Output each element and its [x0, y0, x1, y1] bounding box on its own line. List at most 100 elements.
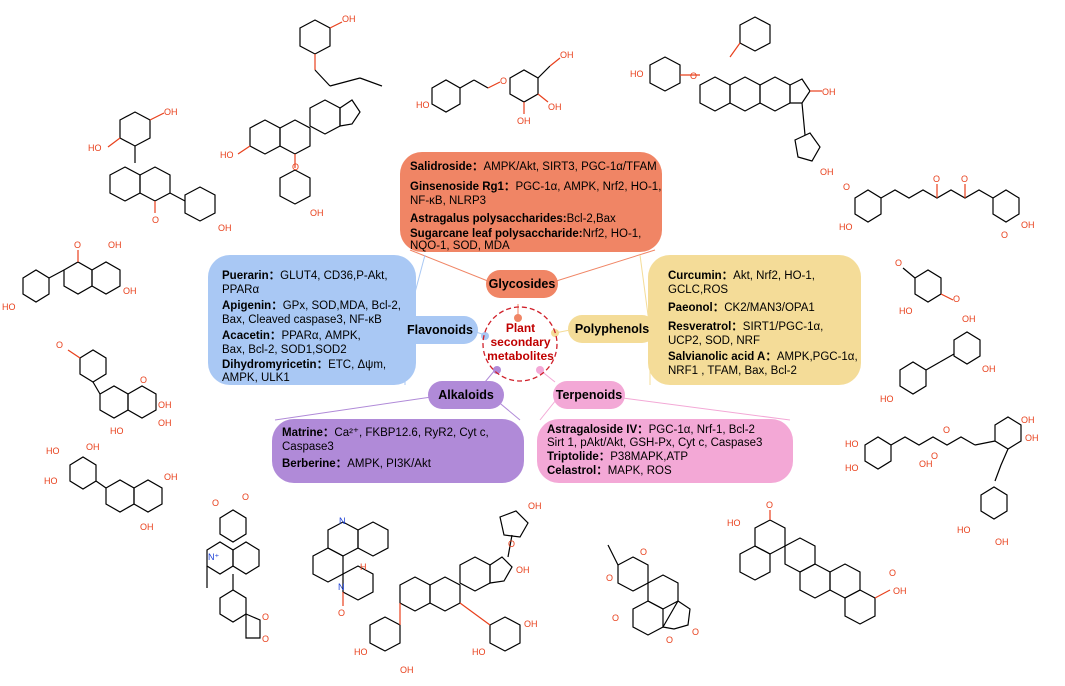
oxygen-label: O [606, 573, 613, 583]
compound-targets: PPARα, AMPK, [281, 330, 361, 342]
structure-triptolide: O O O O O [606, 544, 699, 645]
hydroxyl-label: OH [822, 87, 836, 97]
hydroxyl-label: OH [218, 223, 232, 233]
compound-targets: GPx, SOD,MDA, Bcl-2, [282, 300, 401, 312]
hydroxyl-label: HO [839, 222, 853, 232]
polyphenols-tag: Polyphenols [568, 315, 656, 343]
compound-name: Dihydromyricetin： [222, 359, 329, 371]
oxygen-label: O [152, 215, 159, 225]
flavonoids-entry-0: Puerarin：GLUT4, CD36,P-Akt, [222, 269, 388, 284]
hydroxyl-label: OH [140, 522, 154, 532]
alkaloids-entry-0-cont: Caspase3 [282, 440, 334, 455]
terpenoids-tag: Terpenoids [553, 381, 625, 409]
polyphenols-entry-0: Curcumin：Akt, Nrf2, HO-1, [668, 269, 815, 284]
hub-dot-glycosides [514, 314, 522, 322]
hydroxyl-label: OH [560, 50, 574, 60]
hydroxyl-label: HO [88, 143, 102, 153]
hydroxyl-label: HO [44, 476, 58, 486]
hydroxyl-label: HO [957, 525, 971, 535]
oxygen-label: O [56, 340, 63, 350]
oxygen-label: O [338, 608, 345, 618]
oxygen-label: O [262, 634, 269, 644]
oxygen-label: O [766, 500, 773, 510]
connector-terpenoids-right [599, 394, 791, 421]
hydroxyl-label: HO [727, 518, 741, 528]
flavonoids-entry-0-cont: PPARα [222, 283, 259, 298]
compound-name: Triptolide： [547, 451, 611, 463]
compound-targets: AMPK/Akt, SIRT3, PGC-1α/TFAM [483, 161, 657, 173]
oxygen-label: O [640, 547, 647, 557]
oxygen-label: O [612, 613, 619, 623]
compound-targets: Sirt 1, pAkt/Akt, GSH-Px, Cyt c, Caspase… [547, 437, 763, 449]
hydroxyl-label: OH [86, 442, 100, 452]
terpenoids-entry-0: Astragaloside IV：PGC-1α, Nrf-1, Bcl-2 [547, 423, 755, 438]
structure-matrine: N N O H [312, 516, 389, 618]
compound-targets: AMPK, ULK1 [222, 372, 290, 384]
hydroxyl-label: OH [528, 501, 542, 511]
compound-targets: PGC-1α, Nrf-1, Bcl-2 [648, 424, 755, 436]
oxygen-label: O [931, 451, 938, 461]
flavonoids-tag: Flavonoids [402, 316, 478, 344]
compound-name: Resveratrol： [668, 321, 743, 333]
nitrogen-label: N [339, 516, 346, 526]
hydroxyl-label: OH [548, 102, 562, 112]
terpenoids-box: Astragaloside IV：PGC-1α, Nrf-1, Bcl-2 Si… [537, 419, 793, 483]
hydroxyl-label: OH [158, 418, 172, 428]
compound-name: Curcumin： [668, 270, 734, 282]
hydroxyl-label: OH [400, 665, 414, 675]
oxygen-label: O [843, 182, 850, 192]
oxygen-label: O [933, 174, 940, 184]
hydroxyl-label: OH [123, 286, 137, 296]
oxygen-label: O [692, 627, 699, 637]
connector-alkaloids-left [274, 394, 446, 421]
structure-curcumin: O O O HO OH O [839, 174, 1035, 240]
compound-targets: Nrf2, HO-1, [582, 228, 642, 240]
hydroxyl-label: OH [164, 472, 178, 482]
structure-paeonol: O HO O [895, 258, 960, 316]
structure-celastrol: O HO O OH [727, 500, 907, 625]
alkaloids-entry-1: Berberine：AMPK, PI3K/Akt [282, 457, 431, 472]
glycosides-entry-2: Astragalus polysaccharides:Bcl-2,Bax [410, 212, 616, 227]
hydroxyl-label: HO [110, 426, 124, 436]
structure-astragaloside-iv: OH OH HO O [630, 16, 836, 177]
oxygen-label: O [262, 612, 269, 622]
compound-targets: Bax, Cleaved caspase3, NF-κB [222, 314, 382, 326]
oxygen-label: O [961, 174, 968, 184]
center-label: Plant secondary metabolites [483, 321, 558, 363]
hydrogen-label: H [360, 562, 367, 572]
nitrogen-label: N⁺ [208, 552, 219, 562]
compound-name: Apigenin： [222, 300, 283, 312]
compound-name: Astragaloside IV： [547, 424, 649, 436]
flavonoids-entry-3: Dihydromyricetin：ETC, Δψm, [222, 358, 386, 373]
polyphenols-entry-2-cont: UCP2, SOD, NRF [668, 334, 760, 349]
structure-acacetin: O O OH HO OH [56, 340, 172, 436]
hydroxyl-label: HO [220, 150, 234, 160]
compound-targets: AMPK,PGC-1α, [776, 351, 858, 363]
glycosides-entry-1: Ginsenoside Rg1：PGC-1α, AMPK, Nrf2, HO-1… [410, 180, 661, 195]
compound-targets: PGC-1α, AMPK, Nrf2, HO-1, [515, 181, 662, 193]
nitrogen-label: N [338, 582, 345, 592]
flavonoids-entry-1: Apigenin：GPx, SOD,MDA, Bcl-2, [222, 299, 401, 314]
hydroxyl-label: OH [310, 208, 324, 218]
polyphenols-entry-3-cont: NRF1 , TFAM, Bax, Bcl-2 [668, 364, 797, 379]
polyphenols-box: Curcumin：Akt, Nrf2, HO-1, GCLC,ROS Paeon… [648, 255, 861, 385]
compound-targets: P38MAPK,ATP [610, 451, 689, 463]
compound-targets: NRF1 , TFAM, Bax, Bcl-2 [668, 365, 797, 377]
compound-targets: AMPK, PI3K/Akt [347, 458, 431, 470]
flavonoids-entry-1-cont: Bax, Cleaved caspase3, NF-κB [222, 313, 382, 328]
compound-targets: Bcl-2,Bax [566, 213, 616, 225]
hydroxyl-label: HO [845, 463, 859, 473]
structure-puerarin: HO OH OH O [88, 107, 232, 233]
polyphenols-entry-2: Resveratrol：SIRT1/PGC-1α, [668, 320, 823, 335]
hydroxyl-label: HO [630, 69, 644, 79]
compound-name: Matrine： [282, 427, 335, 439]
compound-targets: PPARα [222, 284, 260, 296]
hydroxyl-label: OH [108, 240, 122, 250]
compound-name: Puerarin： [222, 270, 281, 282]
terpenoids-entry-1: Triptolide：P38MAPK,ATP [547, 450, 688, 465]
oxygen-label: O [242, 492, 249, 502]
compound-targets: UCP2, SOD, NRF [668, 335, 761, 347]
flavonoids-entry-2: Acacetin：PPARα, AMPK, [222, 329, 361, 344]
compound-name: Astragalus polysaccharides: [410, 213, 567, 225]
